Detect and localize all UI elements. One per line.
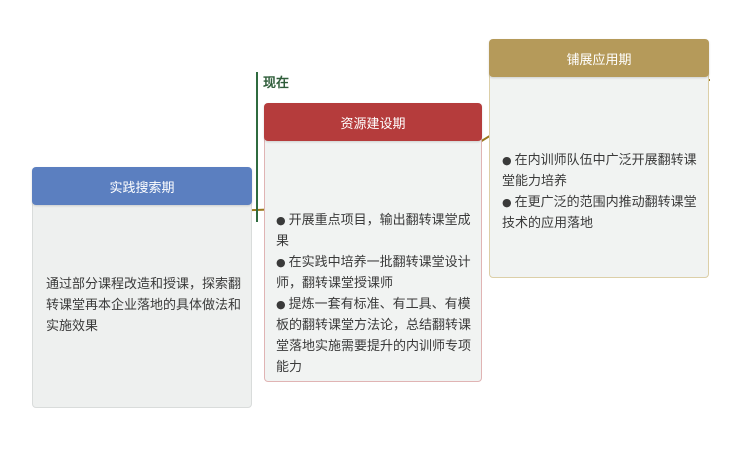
- stage-1-title: 实践搜索期: [109, 180, 175, 196]
- bullet-icon: ●: [276, 256, 286, 269]
- stage-2-list: ●开展重点项目，输出翻转课堂成果 ●在实践中培养一批翻转课堂设计师，翻转课堂授课…: [276, 210, 476, 378]
- stage-1-header: 实践搜索期: [32, 167, 252, 205]
- stage-3-title: 铺展应用期: [566, 52, 632, 68]
- stage-3-item: ●在更广泛的范围内推动翻转课堂技术的应用落地: [502, 195, 697, 231]
- stage-3-panel: [489, 40, 709, 278]
- stage-2-panel: [264, 104, 482, 382]
- bullet-icon: ●: [276, 214, 286, 227]
- stage-2-header: 资源建设期: [264, 103, 482, 141]
- stage-3-item: ●在内训师队伍中广泛开展翻转课堂能力培养: [502, 153, 697, 189]
- now-label: 现在: [263, 76, 290, 91]
- stage-3-list: ●在内训师队伍中广泛开展翻转课堂能力培养 ●在更广泛的范围内推动翻转课堂技术的应…: [502, 150, 702, 234]
- bullet-icon: ●: [276, 298, 286, 311]
- stage-2-item: ●开展重点项目，输出翻转课堂成果: [276, 213, 471, 249]
- stage-2-title: 资源建设期: [340, 116, 406, 132]
- stage-1-text: 通过部分课程改造和授课，探索翻转课堂再本企业落地的具体做法和实施效果: [46, 277, 242, 334]
- now-marker-line: [256, 72, 258, 222]
- stage-2-item: ●在实践中培养一批翻转课堂设计师，翻转课堂授课师: [276, 255, 471, 291]
- stage-2-item: ●提炼一套有标准、有工具、有模板的翻转课堂方法论，总结翻转课堂落地实施需要提升的…: [276, 297, 472, 375]
- bullet-icon: ●: [502, 196, 512, 209]
- stage-1-panel: [32, 168, 252, 408]
- bullet-icon: ●: [502, 154, 512, 167]
- stage-3-header: 铺展应用期: [489, 39, 709, 77]
